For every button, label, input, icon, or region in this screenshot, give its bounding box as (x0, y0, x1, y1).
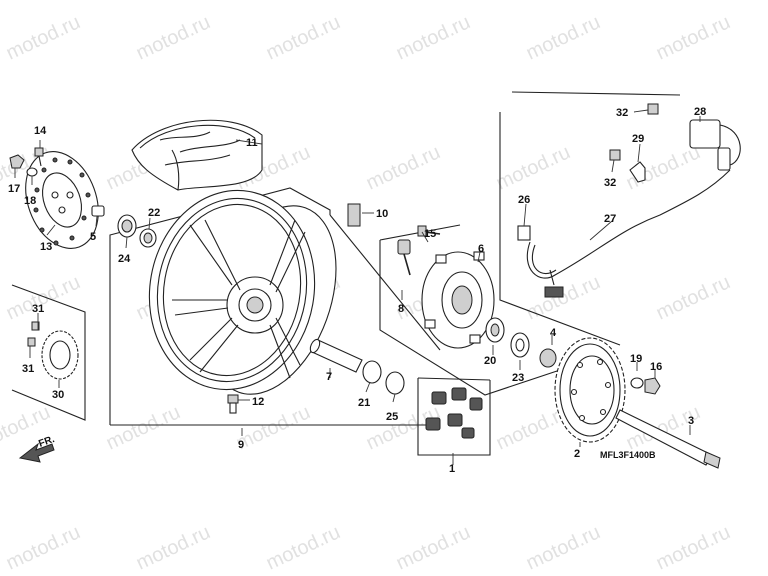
callout-26: 26 (518, 194, 530, 206)
callout-1: 1 (449, 463, 455, 475)
callout-20: 20 (484, 355, 496, 367)
rear-wheel (148, 189, 337, 395)
brake-disc (25, 151, 99, 249)
stay-bolt (647, 103, 659, 115)
callout-28: 28 (694, 106, 706, 118)
callout-12: 12 (252, 396, 264, 408)
distance-collar (309, 338, 363, 373)
pulser-ring (27, 321, 79, 380)
sensor-stay (629, 161, 646, 183)
wheel-group-frame-diag (329, 214, 441, 351)
driven-flange (421, 251, 495, 349)
callout-8: 8 (398, 303, 404, 315)
watermark: motod.ru (393, 521, 474, 574)
callout-6: 6 (478, 243, 484, 255)
watermark: motod.ru (523, 521, 604, 574)
watermark: motod.ru (493, 141, 574, 194)
rear-axle (615, 409, 721, 469)
watermark: motod.ru (653, 521, 734, 574)
valve-stem (227, 394, 239, 414)
callout-2: 2 (574, 448, 580, 460)
callout-29: 29 (632, 133, 644, 145)
callout-31-top: 31 (32, 303, 44, 315)
callout-15: 15 (424, 228, 436, 240)
callout-32-top: 32 (616, 107, 628, 119)
callout-4: 4 (550, 327, 557, 339)
axle-washer (630, 377, 644, 389)
rear-tire (131, 119, 263, 191)
leader-lines (14, 109, 701, 465)
group-frames (11, 91, 681, 456)
watermark: motod.ru (263, 11, 344, 64)
driven-sprocket (554, 337, 626, 443)
sensor-body (689, 119, 721, 149)
axle-nut (644, 377, 661, 395)
flange-collar (510, 332, 530, 358)
callout-3: 3 (688, 415, 694, 427)
callout-18: 18 (24, 195, 36, 207)
dust-seal (362, 360, 382, 384)
sensor-group-frame-top (511, 91, 681, 96)
callout-27: 27 (604, 213, 616, 225)
stay-bolt-2 (609, 149, 621, 161)
watermark: motod.ru (103, 401, 184, 454)
watermark: motod.ru (3, 271, 84, 324)
watermark: motod.ru (523, 11, 604, 64)
side-collar (91, 205, 105, 217)
wheel-group-frame (109, 187, 331, 425)
watermark: motod.ru (133, 521, 214, 574)
speed-sensor (517, 103, 741, 298)
callout-21: 21 (358, 397, 370, 409)
callout-14: 14 (34, 125, 47, 137)
callout-30: 30 (52, 389, 64, 401)
damper-group-frame (417, 378, 491, 456)
watermark: motod.ru (3, 11, 84, 64)
watermark: motod.ru (133, 11, 214, 64)
watermark: motod.ru (233, 401, 314, 454)
hub-bolt (417, 225, 441, 237)
callout-7: 7 (326, 371, 332, 383)
callout-22: 22 (148, 207, 160, 219)
callout-23: 23 (512, 372, 524, 384)
callout-16: 16 (650, 361, 662, 373)
watermark: motod.ru (3, 521, 84, 574)
callout-17: 17 (8, 183, 20, 195)
o-ring (385, 371, 405, 395)
sensor-group-frame (499, 112, 621, 346)
callout-13: 13 (40, 241, 52, 253)
watermark: motod.ru (363, 141, 444, 194)
wheel-bearings (117, 214, 157, 248)
watermark: motod.ru (653, 271, 734, 324)
callout-labels: 11 14 17 18 13 5 24 22 10 15 6 8 7 21 25… (8, 106, 706, 475)
watermark: motod.ru (653, 11, 734, 64)
sensor-connector (544, 286, 564, 298)
front-direction-arrow: FR. (18, 434, 56, 463)
harness-clamp (517, 225, 531, 241)
watermark: motod.ru (523, 271, 604, 324)
hub-group-frame (379, 240, 561, 396)
wheel-dampers (425, 387, 483, 439)
callout-25: 25 (386, 411, 398, 423)
damper-group-frame-top (417, 377, 491, 381)
flange-side-collar (539, 348, 557, 368)
watermark: motod.ru (393, 11, 474, 64)
callout-11: 11 (246, 137, 258, 149)
callout-9: 9 (238, 439, 244, 451)
callout-24: 24 (118, 253, 131, 265)
front-direction-label: FR. (37, 434, 56, 450)
watermark: motod.ru (263, 521, 344, 574)
callout-5: 5 (90, 231, 96, 243)
callout-10: 10 (376, 208, 388, 220)
sensor-ring-frame (11, 284, 86, 421)
callout-19: 19 (630, 353, 642, 365)
callout-31-bottom: 31 (22, 363, 34, 375)
diagram-code: MFL3F1400B (600, 450, 656, 460)
stud-bolts (397, 239, 411, 276)
callout-32-bottom: 32 (604, 177, 616, 189)
clip (347, 203, 361, 227)
